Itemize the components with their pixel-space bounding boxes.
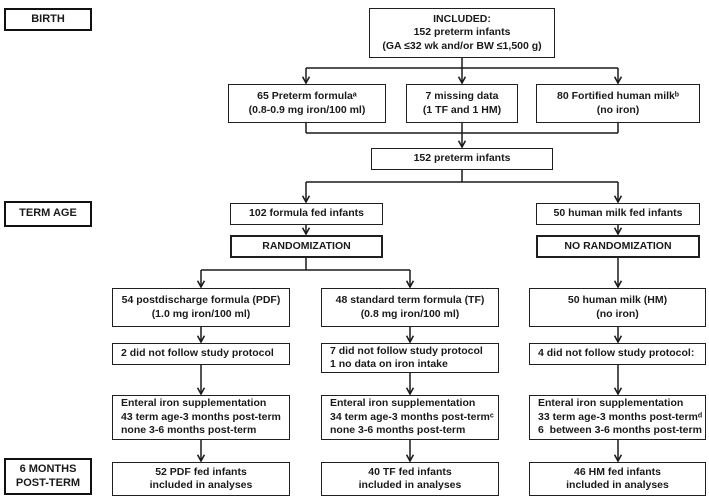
box-line: 52 PDF fed infants xyxy=(155,465,247,478)
stage-label-birth: BIRTH xyxy=(4,8,92,31)
box-hm-analyzed: 46 HM fed infants included in analyses xyxy=(529,462,706,496)
box-line: 40 TF fed infants xyxy=(368,465,452,478)
box-line: 2 did not follow study protocol xyxy=(121,347,274,360)
box-line: (1 TF and 1 HM) xyxy=(422,103,502,116)
box-line: included in analyses xyxy=(149,479,253,491)
box-pdf-iron-supplementation: Enteral iron supplementation 43 term age… xyxy=(112,395,290,440)
box-line: 48 standard term formula (TF) xyxy=(335,294,485,306)
box-line: 33 term age-3 months post-termᵈ xyxy=(538,410,702,423)
stage-label-text: POST-TERM xyxy=(15,476,81,489)
box-no-randomization: NO RANDOMIZATION xyxy=(536,235,700,258)
box-preterm-formula: 65 Preterm formulaᵃ (0.8-0.9 mg iron/100… xyxy=(228,84,386,123)
box-pdf-group: 54 postdischarge formula (PDF) (1.0 mg i… xyxy=(112,288,290,327)
box-line: Enteral iron supplementation xyxy=(330,397,476,410)
stage-label-term-age: TERM AGE xyxy=(4,201,92,227)
box-formula-fed-infants: 102 formula fed infants xyxy=(230,203,383,225)
stage-label-six-months-post-term: 6 MONTHS POST-TERM xyxy=(4,458,92,495)
box-line: 34 term age-3 months post-termᶜ xyxy=(330,410,494,423)
box-line: none 3-6 months post-term xyxy=(330,424,466,437)
box-hm-group: 50 human milk (HM) (no iron) xyxy=(529,288,706,327)
box-line: 7 missing data xyxy=(425,90,499,102)
box-line: none 3-6 months post-term xyxy=(121,424,257,437)
box-line: 4 did not follow study protocol: xyxy=(538,347,695,360)
box-line: (0.8-0.9 mg iron/100 ml) xyxy=(248,103,366,116)
box-line: (0.8 mg iron/100 ml) xyxy=(360,307,460,320)
box-tf-protocol-deviation: 7 did not follow study protocol 1 no dat… xyxy=(321,343,499,373)
box-line: Enteral iron supplementation xyxy=(538,397,684,410)
box-line: 152 preterm infants xyxy=(413,152,511,165)
box-line: 80 Fortified human milkᵇ xyxy=(557,90,679,102)
box-line: RANDOMIZATION xyxy=(262,239,351,252)
box-line: 50 human milk fed infants xyxy=(553,207,683,220)
box-line: 65 Preterm formulaᵃ xyxy=(257,90,357,102)
box-line: 102 formula fed infants xyxy=(249,207,364,220)
box-tf-analyzed: 40 TF fed infants included in analyses xyxy=(321,462,499,496)
box-fortified-human-milk: 80 Fortified human milkᵇ (no iron) xyxy=(536,84,700,123)
box-line: Enteral iron supplementation xyxy=(121,397,267,410)
box-line: (GA ≤32 wk and/or BW ≤1,500 g) xyxy=(382,39,542,52)
box-152-preterm-infants: 152 preterm infants xyxy=(371,148,553,170)
box-pdf-analyzed: 52 PDF fed infants included in analyses xyxy=(112,462,290,496)
stage-label-text: TERM AGE xyxy=(19,207,77,220)
box-pdf-protocol-deviation: 2 did not follow study protocol xyxy=(112,343,290,365)
box-tf-iron-supplementation: Enteral iron supplementation 34 term age… xyxy=(321,395,499,440)
box-line: included in analyses xyxy=(358,479,462,491)
box-line: 1 no data on iron intake xyxy=(330,358,448,370)
box-line: INCLUDED: xyxy=(433,12,491,25)
box-hm-protocol-deviation: 4 did not follow study protocol: xyxy=(529,343,706,365)
box-line: NO RANDOMIZATION xyxy=(564,239,672,252)
box-line: 50 human milk (HM) xyxy=(567,294,668,306)
box-hm-iron-supplementation: Enteral iron supplementation 33 term age… xyxy=(529,395,706,440)
box-line: 152 preterm infants xyxy=(413,26,511,39)
box-missing-data: 7 missing data (1 TF and 1 HM) xyxy=(406,84,518,123)
box-line: (no iron) xyxy=(596,307,639,320)
box-human-milk-fed-infants: 50 human milk fed infants xyxy=(536,203,700,225)
box-randomization: RANDOMIZATION xyxy=(230,235,383,258)
box-tf-group: 48 standard term formula (TF) (0.8 mg ir… xyxy=(321,288,499,327)
box-line: 43 term age-3 months post-term xyxy=(121,410,281,423)
stage-label-text: 6 MONTHS xyxy=(19,463,77,475)
box-line: 46 HM fed infants xyxy=(574,465,661,478)
box-included: INCLUDED: 152 preterm infants (GA ≤32 wk… xyxy=(369,8,555,58)
box-line: 6 between 3-6 months post-term xyxy=(538,424,702,437)
box-line: 54 postdischarge formula (PDF) xyxy=(121,294,281,306)
stage-label-text: BIRTH xyxy=(31,12,65,25)
box-line: (no iron) xyxy=(596,103,640,116)
box-line: (1.0 mg iron/100 ml) xyxy=(151,307,251,320)
box-line: included in analyses xyxy=(566,479,669,491)
box-line: 7 did not follow study protocol xyxy=(330,344,483,357)
